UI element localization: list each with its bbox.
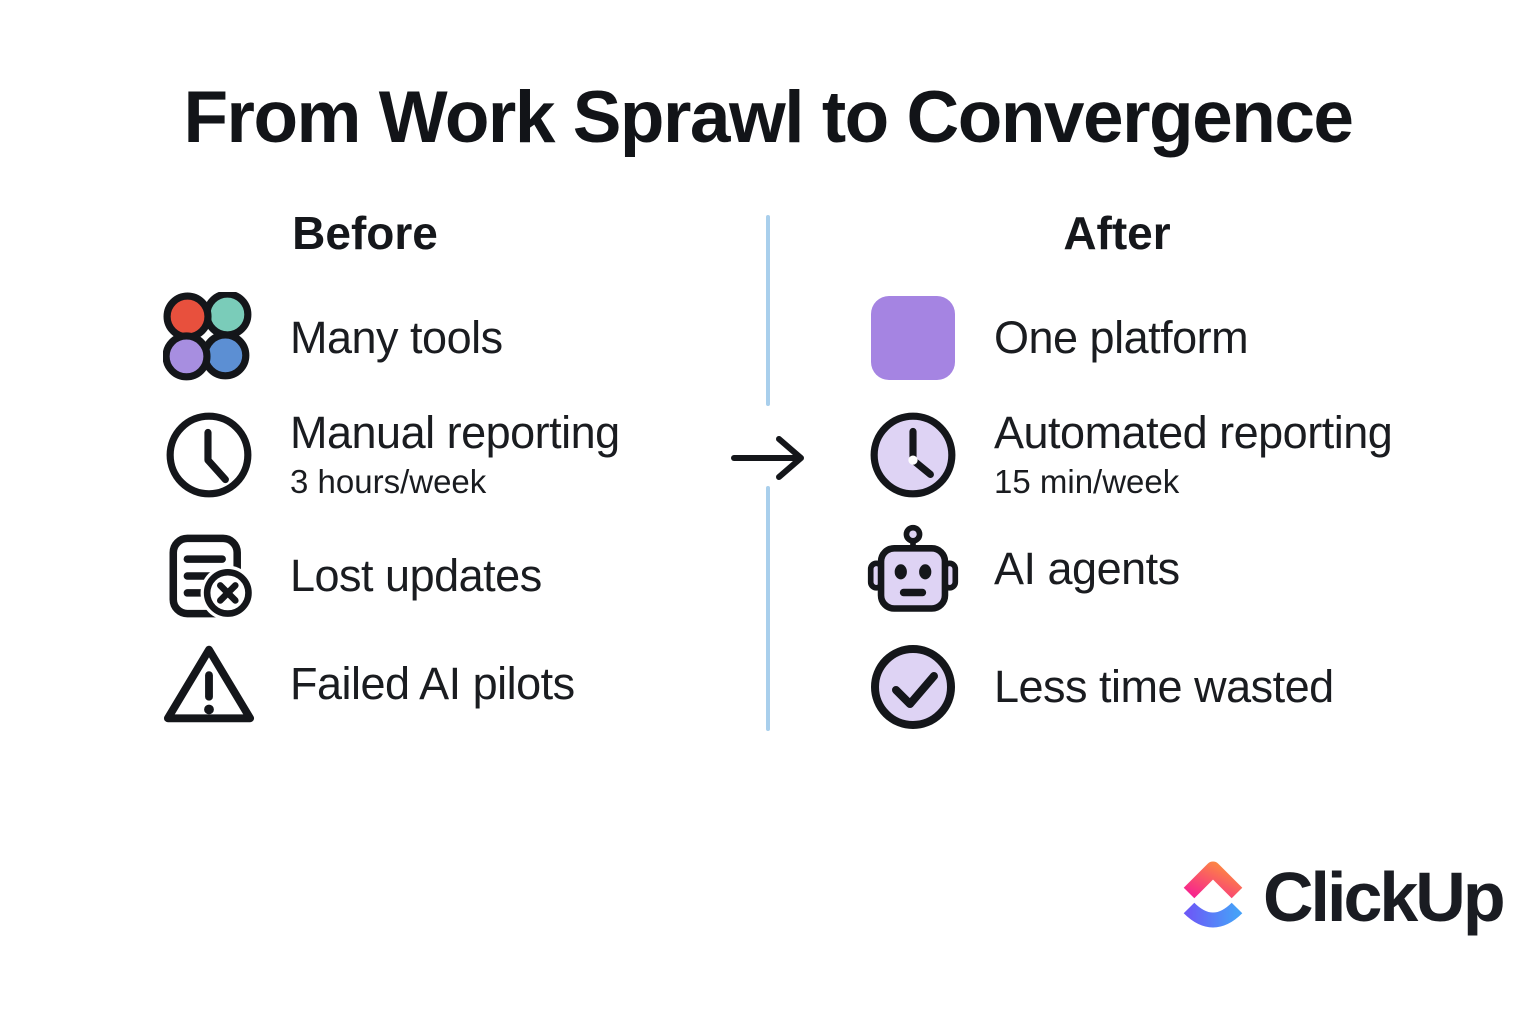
item-label: One platform bbox=[994, 312, 1249, 364]
clickup-mark-icon bbox=[1181, 850, 1245, 943]
item-label: Less time wasted bbox=[994, 661, 1334, 713]
item-label: Automated reporting bbox=[994, 406, 1393, 458]
item-subtext: 15 min/week bbox=[994, 463, 1180, 501]
list-item-lost-updates: Lost updates bbox=[162, 529, 542, 623]
item-label: Manual reporting bbox=[290, 406, 620, 458]
list-item-less-time-wasted: Less time wasted bbox=[866, 640, 1334, 734]
clickup-wordmark: ClickUp bbox=[1263, 857, 1506, 936]
before-column-header: Before bbox=[292, 207, 438, 259]
document-x-icon bbox=[162, 529, 256, 623]
divider-line-top bbox=[766, 215, 770, 406]
divider-line-bottom bbox=[766, 486, 770, 731]
list-item-failed-ai-pilots: Failed AI pilots bbox=[162, 637, 575, 731]
clock-outline-icon bbox=[162, 408, 256, 502]
clock-filled-icon bbox=[866, 408, 960, 502]
purple-square-icon bbox=[866, 291, 960, 385]
clickup-logo: ClickUp bbox=[1181, 850, 1506, 943]
list-item-many-tools: Many tools bbox=[162, 291, 503, 385]
item-label: AI agents bbox=[994, 543, 1180, 595]
list-item-ai-agents: AI agents bbox=[866, 522, 1180, 616]
list-item-automated-reporting: Automated reporting 15 min/week bbox=[866, 406, 1393, 502]
item-label: Many tools bbox=[290, 312, 503, 364]
page-title: From Work Sprawl to Convergence bbox=[183, 77, 1354, 158]
item-label: Lost updates bbox=[290, 550, 542, 602]
list-item-one-platform: One platform bbox=[866, 291, 1249, 385]
robot-icon bbox=[866, 522, 960, 616]
list-item-manual-reporting: Manual reporting 3 hours/week bbox=[162, 408, 620, 502]
check-circle-icon bbox=[866, 640, 960, 734]
item-label: Failed AI pilots bbox=[290, 658, 575, 710]
after-column-header: After bbox=[1063, 207, 1171, 259]
many-tools-icon bbox=[162, 291, 256, 385]
warning-triangle-icon bbox=[162, 637, 256, 731]
right-arrow-icon bbox=[729, 432, 813, 489]
item-subtext: 3 hours/week bbox=[290, 463, 487, 501]
